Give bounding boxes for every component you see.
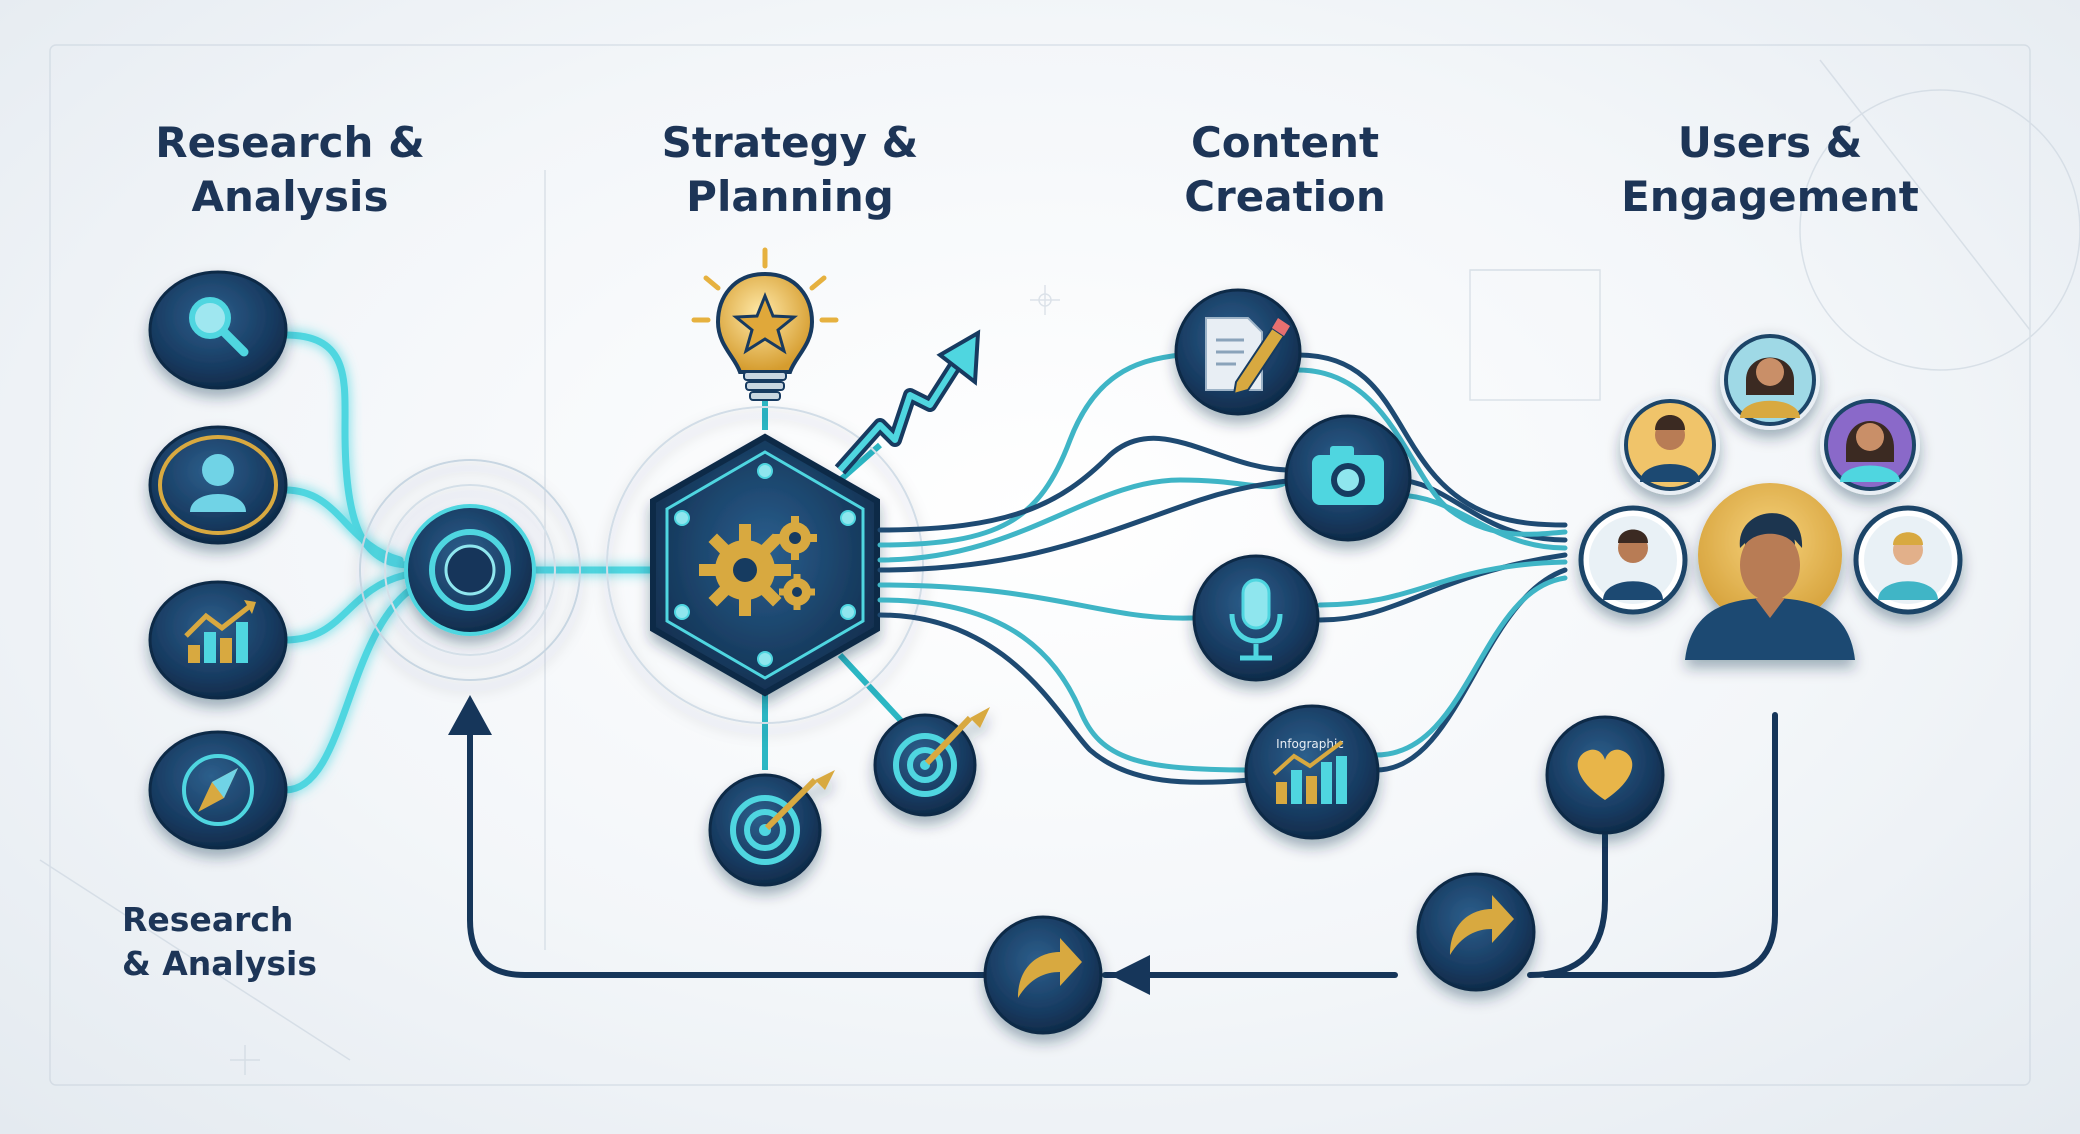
user-avatar-icon [1878, 532, 1938, 600]
research-connectors [281, 331, 659, 794]
user-avatar-top[interactable] [1720, 330, 1820, 430]
target-icon [730, 770, 835, 865]
bar-chart-icon [184, 600, 256, 663]
loop-arrow-up [448, 695, 492, 735]
research-node-compass[interactable] [148, 730, 288, 850]
share-arrow-icon [1018, 938, 1082, 998]
lightbulb-star-icon [691, 247, 839, 401]
content-node-camera[interactable] [1284, 414, 1412, 542]
stage-title-engagement: Users & Engagement [1621, 118, 1919, 221]
user-icon [190, 454, 246, 512]
content-node-microphone[interactable] [1192, 554, 1320, 682]
stage-title-research: Research & Analysis [155, 118, 425, 221]
camera-icon [1312, 446, 1384, 505]
strategy-node-target-2[interactable] [873, 707, 990, 817]
user-avatar-icon [1840, 421, 1900, 482]
loop-node-share-left[interactable] [983, 915, 1103, 1035]
user-avatar-far-right[interactable] [1853, 505, 1963, 615]
research-node-user[interactable] [148, 425, 288, 545]
compass-icon [182, 754, 254, 826]
strategy-node-target-1[interactable] [708, 770, 835, 887]
infographic-label: Infographic [1276, 737, 1344, 751]
search-icon [189, 297, 249, 357]
strategy-spokes [762, 390, 908, 770]
user-avatar-icon [1740, 357, 1800, 418]
gears-icon [699, 516, 817, 616]
stage-title-content: Content Creation [1184, 118, 1386, 221]
convergence-node[interactable] [359, 459, 581, 681]
user-avatar-icon [1685, 513, 1855, 660]
strategy-hub[interactable] [606, 406, 924, 724]
heart-icon [1577, 749, 1633, 800]
infographic-chart-icon [1272, 740, 1347, 804]
loop-arrow-left [1110, 955, 1150, 995]
loop-node-share-right[interactable] [1416, 872, 1536, 992]
engagement-node-heart[interactable] [1545, 715, 1665, 835]
microphone-icon [1229, 578, 1283, 661]
user-avatar-main[interactable] [1685, 483, 1855, 660]
user-avatar-icon [1603, 529, 1663, 600]
research-node-chart[interactable] [148, 580, 288, 700]
user-avatar-left[interactable] [1620, 395, 1720, 495]
stage-title-strategy: Strategy & Planning [661, 118, 919, 221]
research-node-search[interactable] [148, 270, 288, 390]
background-grid [39, 44, 2080, 1086]
content-node-infographic[interactable]: Infographic [1244, 704, 1380, 840]
target-icon [893, 707, 990, 797]
document-pencil-icon [1205, 317, 1290, 396]
feedback-loop [467, 712, 1778, 978]
trend-arrow-icon [834, 329, 981, 475]
users-cluster [1578, 330, 1963, 660]
share-arrow-icon [1450, 895, 1514, 955]
user-avatar-icon [1640, 415, 1700, 482]
user-avatar-far-left[interactable] [1578, 505, 1688, 615]
content-node-document[interactable] [1174, 288, 1302, 416]
footer-label-research: Research & Analysis [122, 900, 317, 983]
user-avatar-right[interactable] [1820, 395, 1920, 495]
